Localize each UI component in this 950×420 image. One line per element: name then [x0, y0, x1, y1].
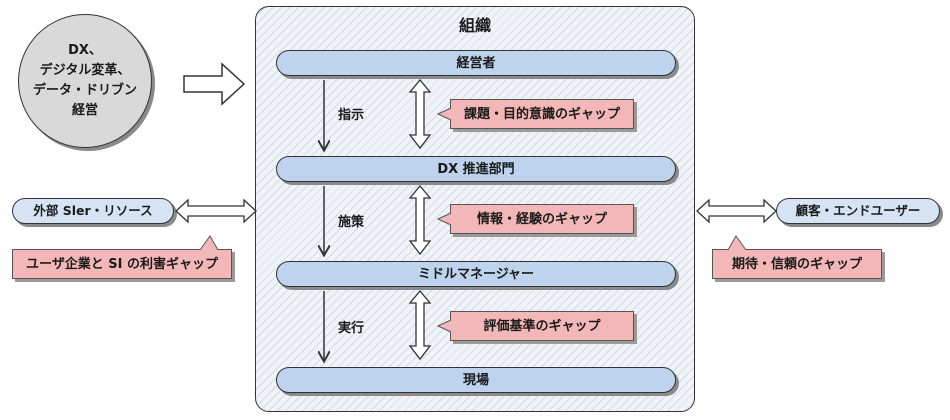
side-pointer-right: [727, 235, 747, 251]
gap-expectation-trust: 期待・信頼のギャップ: [712, 249, 882, 279]
external-resources-pill: 外部 Sler・リソース: [12, 198, 174, 224]
double-arrow-gap-1: [408, 78, 432, 150]
level-middle-managers: ミドルマネージャー: [276, 261, 676, 287]
level-dx-department: DX 推進部門: [276, 156, 676, 182]
flow-label-execution: 実行: [338, 321, 365, 336]
flow-label-instruction: 指示: [338, 108, 365, 123]
dx-concept-circle: DX、 デジタル変革、 データ・ドリブン 経営: [18, 14, 152, 148]
double-arrow-left: [175, 198, 257, 224]
circle-line-1: DX、: [68, 43, 102, 58]
gap-pointer-3: [436, 319, 452, 333]
block-arrow-right: [183, 62, 246, 106]
gap-purpose: 課題・目的意識のギャップ: [450, 99, 634, 129]
gap-information: 情報・経験のギャップ: [450, 204, 634, 234]
circle-line-4: 経営: [71, 103, 98, 118]
double-arrow-gap-3: [408, 289, 432, 361]
circle-line-2: デジタル変革、: [39, 63, 131, 78]
circle-line-3: データ・ドリブン: [32, 83, 137, 98]
gap-pointer-1: [436, 107, 452, 121]
double-arrow-right: [696, 198, 777, 224]
side-pointer-left: [199, 235, 219, 251]
flow-label-measures: 施策: [338, 215, 365, 230]
gap-evaluation: 評価基準のギャップ: [450, 311, 634, 341]
customers-pill: 顧客・エンドユーザー: [776, 198, 940, 224]
level-frontline: 現場: [276, 367, 676, 393]
level-executives: 経営者: [276, 50, 676, 76]
gap-pointer-2: [436, 212, 452, 226]
double-arrow-gap-2: [408, 184, 432, 256]
gap-vendor-interest: ユーザ企業と SI の利害ギャップ: [12, 249, 232, 279]
organization-title: 組織: [458, 16, 491, 35]
